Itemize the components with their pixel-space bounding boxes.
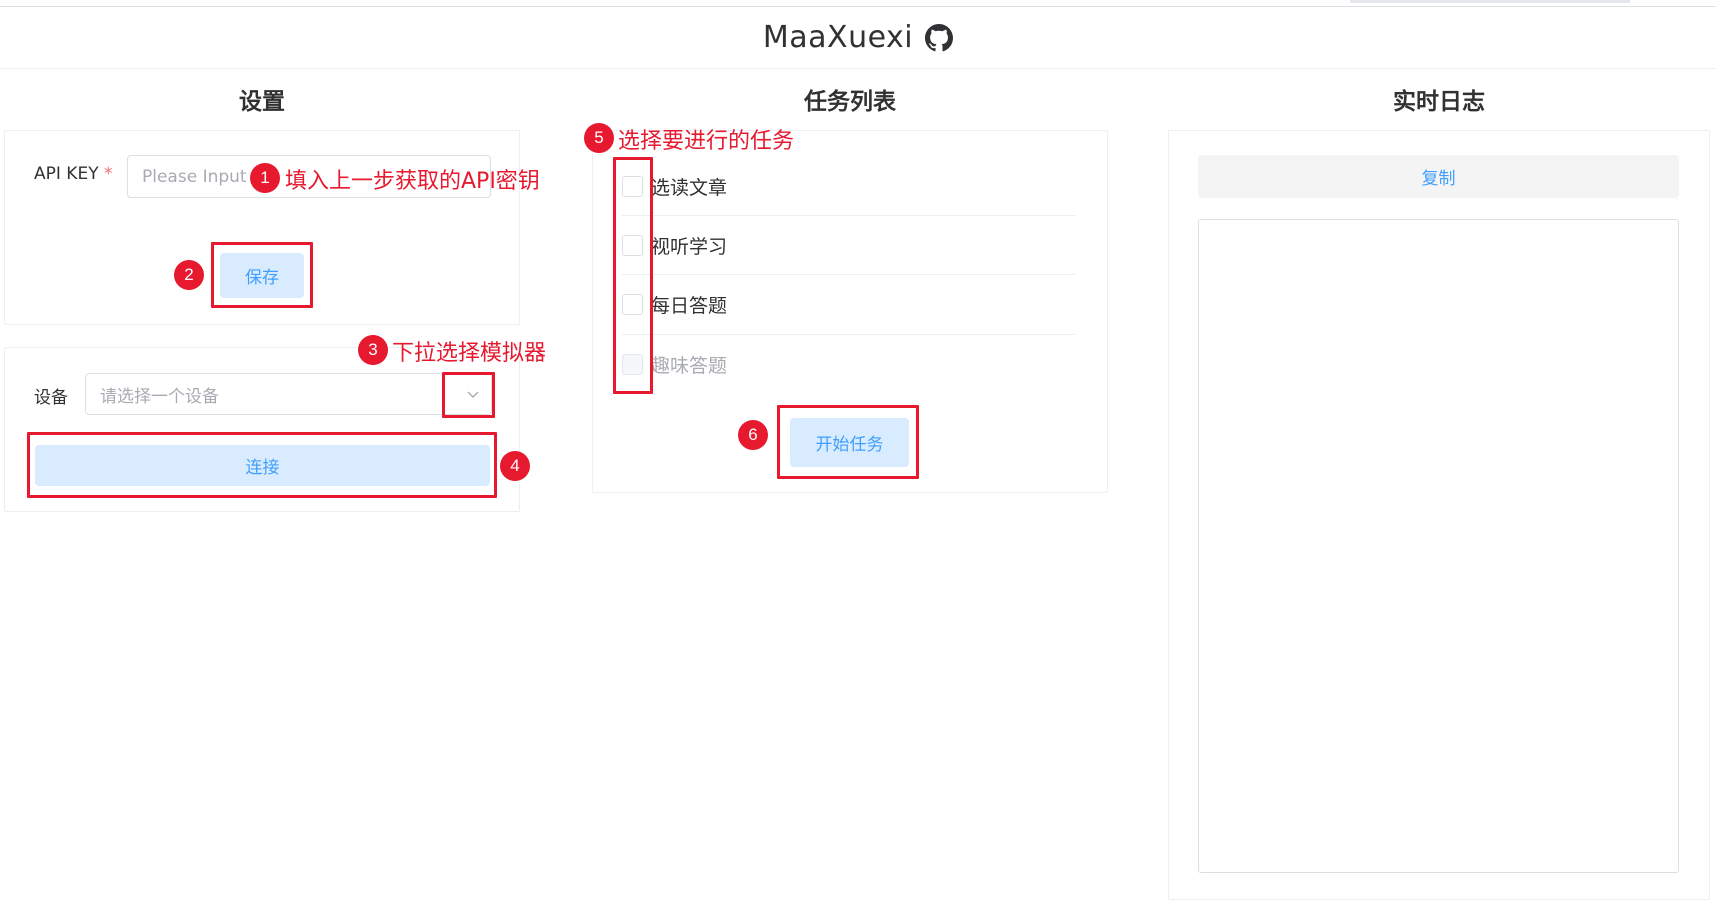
- task-label: 视听学习: [651, 235, 728, 258]
- task-checkbox[interactable]: [622, 294, 643, 315]
- device-placeholder: 请选择一个设备: [100, 386, 219, 407]
- device-label: 设备: [34, 388, 68, 408]
- annotation-text: 选择要进行的任务: [618, 129, 795, 154]
- annotation-badge: 3: [358, 335, 388, 365]
- task-item[interactable]: 每日答题: [622, 275, 1076, 335]
- annotation-badge: 1: [250, 163, 280, 193]
- annotation-text: 下拉选择模拟器: [392, 341, 547, 366]
- annotation-highlight: [442, 372, 495, 418]
- task-item-disabled: 趣味答题: [622, 335, 1076, 394]
- device-select[interactable]: 请选择一个设备: [85, 373, 492, 415]
- log-textarea[interactable]: [1198, 219, 1679, 873]
- github-icon[interactable]: [925, 23, 954, 52]
- task-checkbox[interactable]: [622, 234, 643, 256]
- annotation-highlight: [27, 432, 497, 498]
- annotation-text: 填入上一步获取的API密钥: [285, 169, 540, 194]
- annotation-badge: 4: [500, 451, 530, 481]
- start-task-button[interactable]: 开始任务: [790, 418, 909, 467]
- task-item[interactable]: 选读文章: [622, 157, 1076, 216]
- connect-button[interactable]: 连接: [35, 445, 490, 486]
- browser-tab-strip: [1350, 0, 1630, 3]
- chevron-down-icon[interactable]: [465, 386, 481, 402]
- annotation-badge: 6: [738, 420, 768, 450]
- required-mark: *: [103, 164, 113, 184]
- annotation-highlight: [777, 405, 919, 479]
- task-item[interactable]: 视听学习: [622, 216, 1076, 275]
- copy-button[interactable]: 复制: [1198, 155, 1679, 198]
- log-card: [1168, 130, 1710, 900]
- api-key-input[interactable]: Please Input: [127, 155, 491, 198]
- app-header: MaaXuexi: [0, 7, 1716, 69]
- task-checkbox[interactable]: [622, 175, 643, 197]
- annotation-badge: 5: [584, 123, 614, 153]
- task-label: 趣味答题: [651, 355, 728, 377]
- annotation-highlight: [211, 242, 313, 308]
- app-title: MaaXuexi: [762, 20, 914, 55]
- task-checkbox-disabled: [622, 354, 643, 375]
- tasks-title: 任务列表: [804, 89, 896, 115]
- task-label: 每日答题: [651, 295, 728, 317]
- api-key-placeholder: Please Input: [142, 166, 247, 187]
- task-label: 选读文章: [651, 176, 728, 199]
- annotation-highlight: [613, 157, 653, 394]
- top-divider: [0, 6, 1716, 7]
- save-button[interactable]: 保存: [220, 253, 304, 298]
- api-key-label: API KEY *: [34, 164, 112, 184]
- annotation-badge: 2: [174, 260, 204, 290]
- log-title: 实时日志: [1393, 89, 1485, 115]
- settings-title: 设置: [239, 89, 285, 115]
- api-key-label-text: API KEY: [34, 164, 99, 184]
